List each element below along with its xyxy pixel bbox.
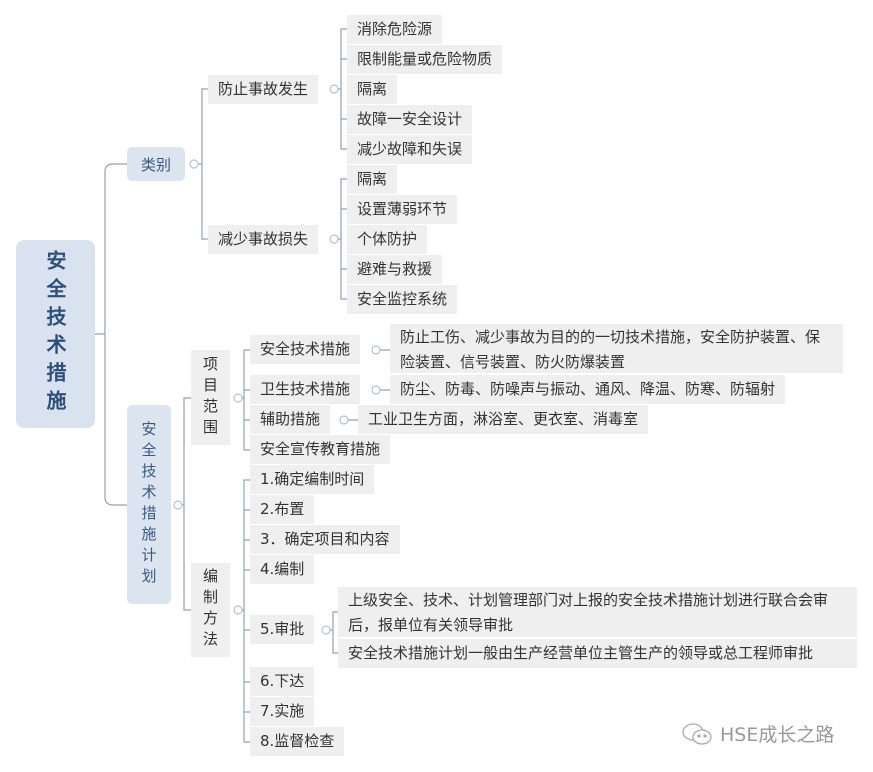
approval-detail[interactable]: 安全技术措施计划一般由生产经营单位主管生产的领导或总工程师审批 bbox=[338, 639, 857, 668]
watermark-text: HSE成长之路 bbox=[720, 724, 835, 746]
leaf-node[interactable]: 个体防护 bbox=[347, 225, 428, 254]
method-step[interactable]: 6.下达 bbox=[250, 667, 315, 696]
prevent-accident-node[interactable]: 防止事故发生 bbox=[208, 75, 319, 104]
method-step[interactable]: 1.确定编制时间 bbox=[250, 465, 375, 494]
leaf-node[interactable]: 避难与救援 bbox=[347, 255, 443, 284]
leaf-node[interactable]: 设置薄弱环节 bbox=[347, 195, 458, 224]
leaf-node[interactable]: 隔离 bbox=[347, 75, 398, 104]
leaf-node[interactable]: 限制能量或危险物质 bbox=[347, 45, 503, 74]
scope-item[interactable]: 辅助措施 bbox=[250, 405, 331, 434]
method-step[interactable]: 8.监督检查 bbox=[250, 727, 345, 756]
scope-node[interactable]: 项目范围 bbox=[191, 350, 230, 445]
approval-detail[interactable]: 上级安全、技术、计划管理部门对上报的安全技术措施计划进行联合会审后，报单位有关领… bbox=[338, 587, 857, 637]
method-step[interactable]: 4.编制 bbox=[250, 555, 315, 584]
method-step[interactable]: 5.审批 bbox=[250, 615, 315, 644]
plan-node[interactable]: 安全技术措施计划 bbox=[127, 405, 171, 604]
scope-item[interactable]: 卫生技术措施 bbox=[250, 375, 361, 404]
category-node[interactable]: 类别 bbox=[127, 147, 185, 181]
leaf-node[interactable]: 隔离 bbox=[347, 165, 398, 194]
leaf-node[interactable]: 减少故障和失误 bbox=[347, 135, 473, 164]
root-node[interactable]: 安全技术措施 bbox=[16, 240, 95, 428]
scope-item[interactable]: 安全技术措施 bbox=[250, 335, 361, 364]
method-step[interactable]: 7.实施 bbox=[250, 697, 315, 726]
scope-detail[interactable]: 工业卫生方面，淋浴室、更衣室、消毒室 bbox=[358, 405, 649, 434]
watermark: HSE成长之路 bbox=[680, 720, 834, 747]
scope-detail[interactable]: 防尘、防毒、防噪声与振动、通风、降温、防寒、防辐射 bbox=[390, 375, 786, 404]
leaf-node[interactable]: 故障一安全设计 bbox=[347, 105, 473, 134]
method-step[interactable]: 2.布置 bbox=[250, 495, 315, 524]
method-step[interactable]: 3．确定项目和内容 bbox=[250, 525, 400, 554]
leaf-node[interactable]: 安全监控系统 bbox=[347, 285, 458, 314]
leaf-node[interactable]: 消除危险源 bbox=[347, 15, 443, 44]
scope-detail[interactable]: 防止工伤、减少事故为目的的一切技术措施，安全防护装置、保险装置、信号装置、防火防… bbox=[390, 324, 843, 373]
scope-item[interactable]: 安全宣传教育措施 bbox=[250, 435, 391, 464]
reduce-loss-node[interactable]: 减少事故损失 bbox=[208, 225, 319, 254]
wechat-icon bbox=[682, 722, 712, 745]
method-node[interactable]: 编制方法 bbox=[191, 563, 230, 657]
